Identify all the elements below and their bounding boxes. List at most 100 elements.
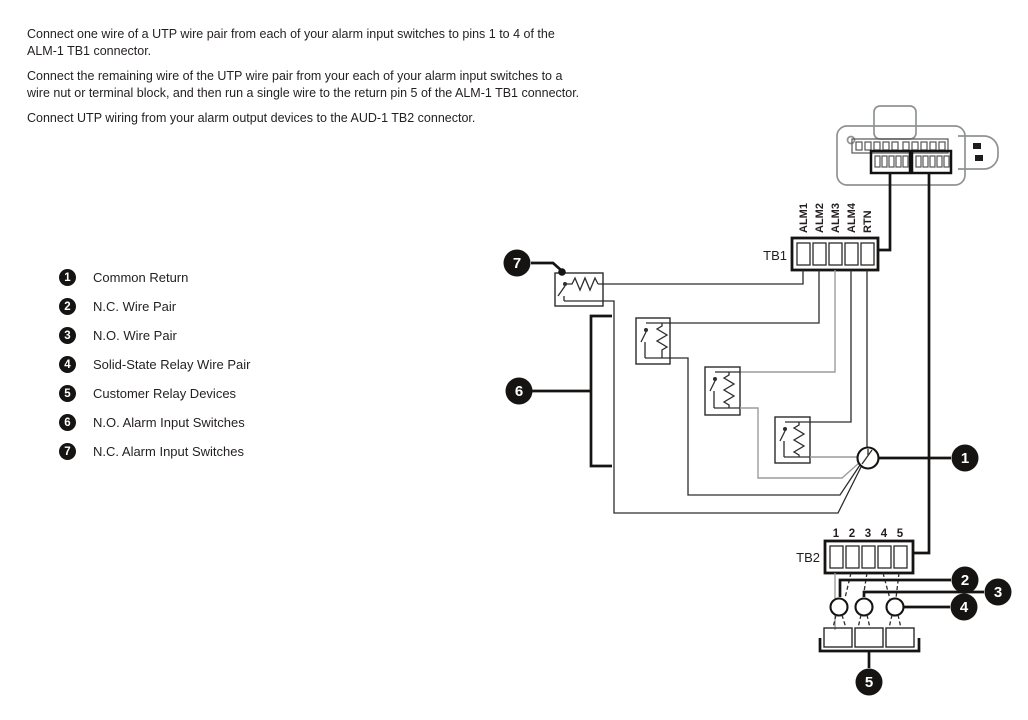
tb1-pin-label-alm4: ALM4 <box>846 202 858 233</box>
tb1-pin-terminal-5 <box>860 242 875 266</box>
nc-alarm-switch-box <box>554 272 604 307</box>
nc-pair-wire-nut <box>829 597 849 617</box>
legend-number-badge: 7 <box>59 443 76 460</box>
callout-5-relay-devices-bracket: 5 <box>818 638 921 696</box>
legend-item-no-wire-pair: 3 N.O. Wire Pair <box>59 326 251 345</box>
callout-leader-line <box>862 590 984 597</box>
legend-item-no-alarm-switches: 6 N.O. Alarm Input Switches <box>59 413 251 432</box>
tb2-pin-label-5: 5 <box>897 528 904 540</box>
switch-contact-dot <box>713 377 717 381</box>
switch-contact-dot <box>783 427 787 431</box>
callout-leader-line <box>531 261 563 273</box>
legend-item-label: Solid-State Relay Wire Pair <box>93 357 251 372</box>
grouping-bracket <box>589 314 612 468</box>
instruction-paragraph-2: Connect the remaining wire of the UTP wi… <box>27 69 580 100</box>
tb2-pin-terminal-2 <box>845 545 860 569</box>
legend: 1 Common Return 2 N.C. Wire Pair 3 N.O. … <box>59 268 251 471</box>
tb2-pin-terminal-4 <box>877 545 892 569</box>
legend-number-badge: 3 <box>59 327 76 344</box>
tb1-pin-terminal-3 <box>828 242 843 266</box>
legend-item-label: Common Return <box>93 270 189 285</box>
legend-item-label: N.C. Wire Pair <box>93 299 177 314</box>
return-wire-no-switch1 <box>670 357 861 496</box>
svg-text:7: 7 <box>513 255 521 272</box>
resistor-symbol <box>784 421 810 458</box>
no-alarm-switch-box-2 <box>704 366 741 416</box>
device-to-tb2-wire <box>914 173 931 555</box>
legend-number-badge: 5 <box>59 385 76 402</box>
device-detail-circle <box>846 135 856 145</box>
svg-text:6: 6 <box>515 383 523 400</box>
device-tb2-block-highlight <box>910 149 953 175</box>
tb1-pin-label-alm2: ALM2 <box>814 203 826 233</box>
legend-item-label: N.O. Wire Pair <box>93 328 177 343</box>
usb-plug-icon <box>958 135 999 170</box>
output-wire-pin5 <box>895 572 900 599</box>
tb1-pin-label-alm1: ALM1 <box>798 203 810 233</box>
wire-alm2-to-no-switch1 <box>670 270 820 324</box>
tb1-connector: TB1 ALM1 ALM2 ALM3 ALM4 RTN <box>763 202 880 272</box>
legend-item-label: Customer Relay Devices <box>93 386 237 401</box>
usb-device-illustration <box>836 105 999 186</box>
callout-4-ssr-wire-pair: 4 <box>904 593 978 621</box>
legend-item-nc-alarm-switches: 7 N.C. Alarm Input Switches <box>59 442 251 461</box>
switch-blade <box>709 380 716 408</box>
legend-number-badge: 2 <box>59 298 76 315</box>
tb2-pin-terminal-5 <box>893 545 908 569</box>
tb2-connector: TB2 1 2 3 4 5 <box>796 528 915 575</box>
legend-number-badge: 1 <box>59 269 76 286</box>
callout-2-nc-wire-pair: 2 <box>838 566 979 597</box>
wire-alm3-to-no-switch2 <box>740 270 836 373</box>
resistor-symbol <box>645 322 670 359</box>
customer-relay-device-2 <box>854 627 884 648</box>
wires-to-relay-device-3 <box>888 614 902 629</box>
switch-box-outline <box>704 366 741 416</box>
switch-blade <box>557 285 603 302</box>
resistor-symbol <box>565 276 599 292</box>
wires-to-relay-device-2 <box>857 614 871 629</box>
tb1-pin-label-rtn: RTN <box>862 210 874 233</box>
customer-relay-device-3 <box>885 627 915 648</box>
legend-item-label: N.O. Alarm Input Switches <box>93 415 245 430</box>
instructions-block: Connect one wire of a UTP wire pair from… <box>27 26 579 135</box>
tb2-pin-label-4: 4 <box>881 528 888 540</box>
svg-text:1: 1 <box>961 450 969 467</box>
switch-blade <box>779 430 786 457</box>
device-tb1-block-highlight <box>869 149 912 175</box>
legend-item-solid-state-relay-pair: 4 Solid-State Relay Wire Pair <box>59 355 251 374</box>
legend-number-badge: 6 <box>59 414 76 431</box>
switch-contact-dot <box>563 282 567 286</box>
common-return-wire-nut <box>856 446 880 470</box>
svg-text:4: 4 <box>960 599 969 616</box>
device-body <box>836 125 966 186</box>
output-wire-pin2 <box>844 572 852 599</box>
usb-contact-square <box>973 143 981 149</box>
instruction-paragraph-3: Connect UTP wiring from your alarm outpu… <box>27 111 476 125</box>
no-alarm-switch-box-3 <box>774 416 811 464</box>
callout-1-common-return: 1 <box>879 444 979 472</box>
switch-box-outline <box>774 416 811 464</box>
callout-3-no-wire-pair: 3 <box>862 578 1012 606</box>
device-to-tb1-wire <box>879 173 892 252</box>
leader-dot <box>558 268 566 276</box>
svg-text:3: 3 <box>994 584 1002 601</box>
ssr-pair-wire-nut <box>885 597 905 617</box>
tb2-pin-terminal-1 <box>829 545 844 569</box>
customer-relay-device-1 <box>823 627 853 648</box>
wire-nut-twist-mark <box>861 449 873 465</box>
resistor-symbol <box>714 371 740 409</box>
legend-item-label: N.C. Alarm Input Switches <box>93 444 244 459</box>
tb2-pin-terminal-3 <box>861 545 876 569</box>
switch-contact-dot <box>644 328 648 332</box>
instruction-paragraph-1: Connect one wire of a UTP wire pair from… <box>27 27 555 58</box>
device-top-tab <box>873 105 917 140</box>
svg-text:5: 5 <box>865 674 873 691</box>
tb2-pin-label-2: 2 <box>849 528 855 540</box>
tb1-pin-terminal-2 <box>812 242 827 266</box>
tb1-pin-label-alm3: ALM3 <box>830 203 842 233</box>
svg-text:2: 2 <box>961 572 969 589</box>
grouping-bracket <box>818 638 921 653</box>
return-wire-no-switch2 <box>740 407 860 479</box>
